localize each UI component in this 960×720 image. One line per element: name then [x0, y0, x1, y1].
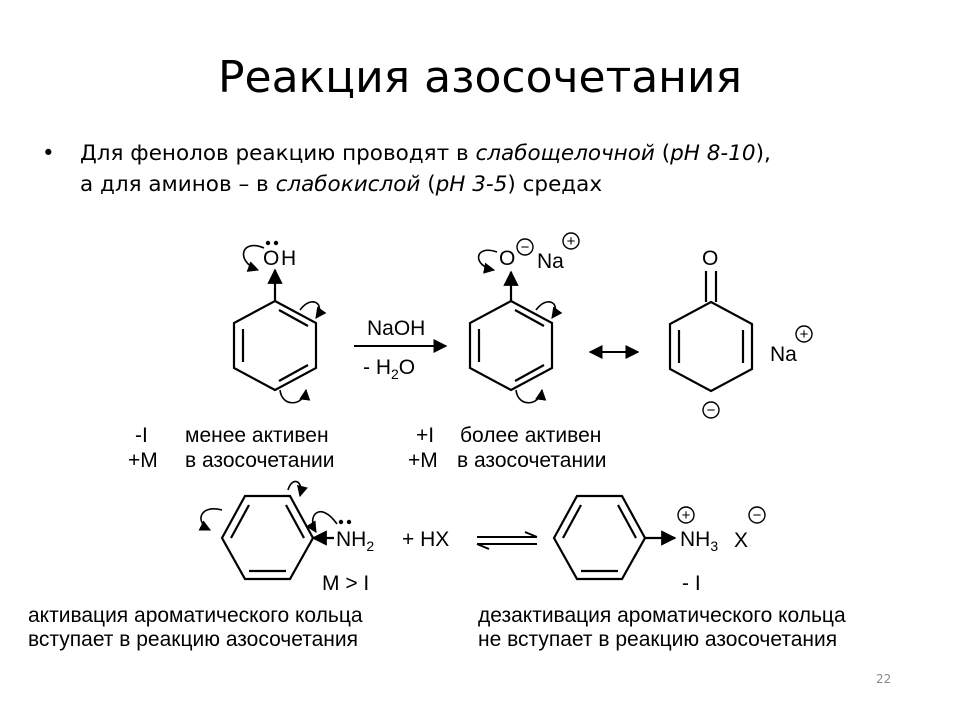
positive-charge-sign: + [567, 233, 576, 250]
aniline-double-bond [230, 504, 250, 539]
phenol-benzene-ring [232, 299, 318, 392]
aniline-double-bond [285, 504, 305, 539]
resonance-curved-arrow [477, 249, 498, 274]
bullet-dot: • [42, 141, 55, 166]
slide-title: Реакция азосочетания [217, 52, 743, 103]
resonance-curved-arrow [299, 301, 327, 319]
anilinium-molecule: NH3 X + − [552, 494, 766, 581]
bullet-line1: Для фенолов реакцию проводят в слабощело… [80, 141, 771, 166]
resonance-curved-arrow [305, 511, 338, 533]
anilinium-activity-note: не вступает в реакцию азосочетания [478, 628, 837, 651]
phenol-mesomeric-effect: +M [128, 449, 158, 472]
equilibrium-arrow-forward-head [524, 531, 538, 538]
negative-charge-sign: − [521, 239, 530, 256]
phenoxide-mesomeric-effect: +M [408, 449, 438, 472]
lone-pair-dot [338, 519, 344, 525]
positive-charge-sign: + [682, 507, 691, 524]
bullet-line2: а для аминов – в слабокислой (pH 3-5) ср… [80, 172, 603, 197]
aniline-benzene-ring [220, 494, 315, 581]
positive-charge-icon [677, 506, 695, 524]
negative-charge-icon [516, 238, 534, 256]
anilinium-benzene-ring [552, 494, 647, 581]
phenoxide-benzene-ring [468, 299, 554, 392]
resonance-curved-arrow [242, 245, 265, 272]
phenol-activity-note: менее активен [185, 424, 329, 447]
phenol-molecule: O H [232, 240, 327, 404]
aniline-activity-note: вступает в реакцию азосочетания [28, 628, 358, 651]
byproduct-water: - H2O [363, 356, 415, 382]
anion-x: X [734, 529, 748, 552]
phenoxide-oxygen: O [499, 247, 515, 270]
lone-pair-dot [273, 240, 279, 246]
phenol-oxygen: O [263, 247, 279, 270]
positive-charge-icon [795, 325, 813, 343]
aniline-amino-group: NH2 [336, 528, 374, 554]
positive-charge-sign: + [800, 326, 809, 343]
negative-charge-icon [748, 506, 766, 524]
lone-pair-dot [265, 240, 271, 246]
quinoid-resonance-form: O − Na + [668, 247, 813, 419]
phenoxide-inductive-effect: +I [416, 424, 434, 447]
anilinium-activity-note: дезактивация ароматического кольца [478, 604, 846, 627]
lone-pair-dot [346, 519, 352, 525]
anilinium-double-bond [562, 504, 582, 539]
resonance-curved-arrow [515, 388, 547, 404]
resonance-curved-arrow [279, 388, 311, 404]
phenol-inductive-effect: -I [135, 424, 148, 447]
sodium-cation: Na [770, 343, 797, 366]
phenol-double-bond [278, 364, 309, 382]
bullet-text: Для фенолов реакцию проводят в слабощело… [80, 138, 930, 200]
phenoxide-molecule: O − Na + [468, 232, 580, 404]
aniline-activity-note: активация ароматического кольца [28, 604, 363, 627]
resonance-curved-arrow [535, 301, 563, 319]
phenol-double-bond [278, 309, 309, 327]
equilibrium-arrow-backward-head [476, 543, 490, 550]
negative-charge-sign: − [707, 402, 716, 419]
phenol-hydrogen: H [281, 247, 296, 270]
phenoxide-double-bond [514, 309, 545, 327]
anilinium-effect: - I [682, 572, 701, 595]
positive-charge-icon [562, 232, 580, 250]
phenoxide-activity-note: в азосочетании [457, 449, 607, 472]
resonance-curved-arrow [198, 508, 223, 531]
negative-charge-icon [702, 401, 720, 419]
anilinium-ammonium-group: NH3 [680, 528, 718, 554]
negative-charge-sign: − [753, 507, 762, 524]
phenol-activity-note: в азосочетании [185, 449, 335, 472]
phenoxide-double-bond [514, 364, 545, 382]
aniline-effect: M > I [322, 572, 369, 595]
sodium-cation: Na [537, 250, 564, 273]
aniline-molecule: NH2 [198, 480, 374, 581]
quinoid-ring [668, 300, 754, 393]
reagent-hx: + HX [402, 528, 449, 551]
quinoid-oxygen: O [702, 247, 718, 270]
resonance-curved-arrow [287, 480, 308, 498]
reagent-naoh: NaOH [367, 317, 425, 340]
phenoxide-activity-note: более активен [460, 424, 601, 447]
anilinium-double-bond [617, 504, 637, 539]
slide-number: 22 [876, 672, 892, 686]
